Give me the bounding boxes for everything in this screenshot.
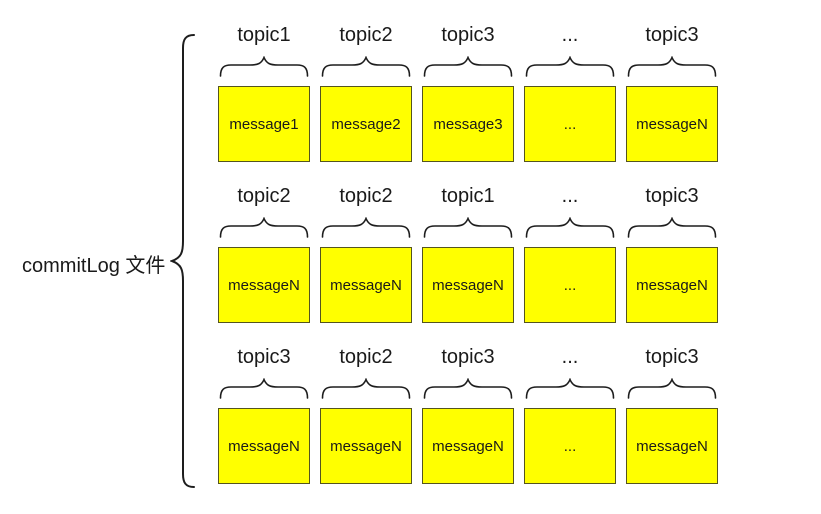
topic-segment: topic3 messageN <box>626 183 718 323</box>
message-label: messageN <box>228 276 300 294</box>
message-label: messageN <box>432 437 504 455</box>
topic-label: topic3 <box>441 346 495 368</box>
message-label: ... <box>563 276 577 294</box>
message-label: messageN <box>228 437 300 455</box>
topic-segment: topic2 messageN <box>320 183 412 323</box>
topic-segment: topic2 messageN <box>218 183 310 323</box>
topic-label: ... <box>561 185 579 207</box>
topic-brace-icon <box>219 217 309 238</box>
topic-label: topic3 <box>441 24 495 46</box>
topic-brace-icon <box>525 56 615 77</box>
message-label: messageN <box>636 437 708 455</box>
topic-brace-icon <box>423 56 513 77</box>
topic-brace-icon <box>627 378 717 399</box>
commitlog-label: commitLog 文件 <box>22 255 166 277</box>
message-box: messageN <box>626 408 718 484</box>
message-label: messageN <box>330 276 402 294</box>
topic-segment: ... ... <box>524 344 616 484</box>
topic-label: topic3 <box>645 24 699 46</box>
topic-label: topic2 <box>339 346 393 368</box>
topic-brace-icon <box>321 378 411 399</box>
message-box: message1 <box>218 86 310 162</box>
topic-label: topic3 <box>645 346 699 368</box>
topic-brace-icon <box>219 56 309 77</box>
topic-brace-icon <box>525 378 615 399</box>
message-label: ... <box>563 115 577 133</box>
topic-segment: topic1 messageN <box>422 183 514 323</box>
message-box: messageN <box>218 408 310 484</box>
topic-segment: topic3 messageN <box>626 344 718 484</box>
message-box: messageN <box>626 247 718 323</box>
topic-segment: topic1 message1 <box>218 22 310 162</box>
topic-label: topic1 <box>441 185 495 207</box>
topic-label: topic1 <box>237 24 291 46</box>
message-box: messageN <box>320 247 412 323</box>
message-box: ... <box>524 86 616 162</box>
topic-label: topic2 <box>237 185 291 207</box>
commitlog-rows: topic1 message1 topic2 message2 topic3 m… <box>218 22 718 505</box>
topic-label: ... <box>561 346 579 368</box>
message-label: messageN <box>636 276 708 294</box>
message-label: messageN <box>330 437 402 455</box>
message-box: ... <box>524 247 616 323</box>
topic-segment: topic3 messageN <box>422 344 514 484</box>
message-box: ... <box>524 408 616 484</box>
topic-brace-icon <box>423 378 513 399</box>
message-box: messageN <box>422 408 514 484</box>
topic-label: topic3 <box>645 185 699 207</box>
topic-segment: ... ... <box>524 183 616 323</box>
topic-brace-icon <box>627 217 717 238</box>
commitlog-row: topic1 message1 topic2 message2 topic3 m… <box>218 22 718 162</box>
commitlog-row: topic2 messageN topic2 messageN topic1 m… <box>218 183 718 323</box>
message-box: message3 <box>422 86 514 162</box>
topic-label: topic3 <box>237 346 291 368</box>
message-label: message1 <box>229 115 299 133</box>
topic-segment: ... ... <box>524 22 616 162</box>
message-label: messageN <box>636 115 708 133</box>
message-box: messageN <box>320 408 412 484</box>
left-curly-brace-icon <box>170 34 195 488</box>
topic-label: topic2 <box>339 185 393 207</box>
topic-brace-icon <box>321 217 411 238</box>
topic-segment: topic2 message2 <box>320 22 412 162</box>
topic-segment: topic3 messageN <box>218 344 310 484</box>
topic-label: ... <box>561 24 579 46</box>
topic-segment: topic3 messageN <box>626 22 718 162</box>
message-label: messageN <box>432 276 504 294</box>
message-box: messageN <box>626 86 718 162</box>
topic-brace-icon <box>627 56 717 77</box>
message-label: ... <box>563 437 577 455</box>
topic-segment: topic2 messageN <box>320 344 412 484</box>
message-box: messageN <box>422 247 514 323</box>
topic-brace-icon <box>423 217 513 238</box>
topic-segment: topic3 message3 <box>422 22 514 162</box>
topic-brace-icon <box>525 217 615 238</box>
message-label: message3 <box>433 115 503 133</box>
message-label: message2 <box>331 115 401 133</box>
message-box: messageN <box>218 247 310 323</box>
topic-brace-icon <box>321 56 411 77</box>
topic-label: topic2 <box>339 24 393 46</box>
commitlog-row: topic3 messageN topic2 messageN topic3 m… <box>218 344 718 484</box>
message-box: message2 <box>320 86 412 162</box>
topic-brace-icon <box>219 378 309 399</box>
